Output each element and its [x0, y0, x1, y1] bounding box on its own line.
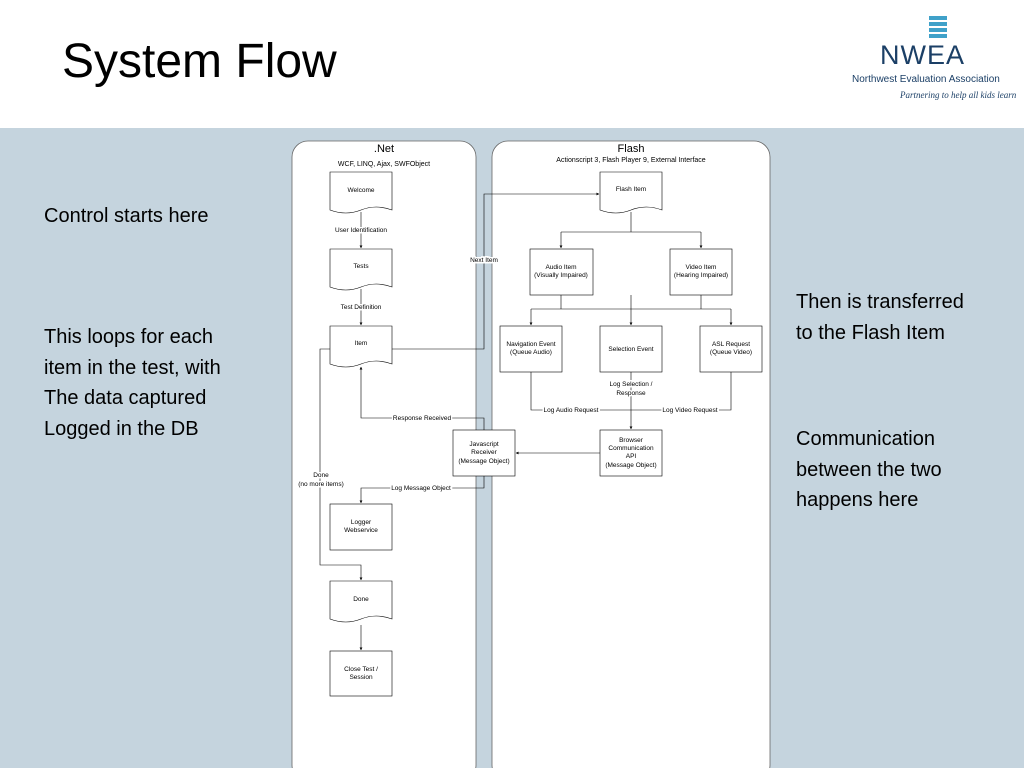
edge-label-response-received: Response Received [393, 415, 452, 422]
audio-item-label: (Visually Impaired) [534, 272, 588, 279]
note-line: This loops for each [44, 326, 213, 348]
nav-event-label: (Queue Audio) [510, 349, 552, 356]
note-control-starts: Control starts here [44, 205, 209, 227]
close-node [329, 650, 393, 697]
flash-lane-title: Flash [618, 143, 645, 155]
net-lane-title: .Net [374, 143, 394, 155]
logo-tagline: Partnering to help all kids learn [900, 90, 1017, 100]
net-lane-subtitle: WCF, LINQ, Ajax, SWFObject [338, 161, 430, 168]
nwea-logo: NWEA Northwest Evaluation Association Pa… [848, 14, 1018, 106]
tests-node [329, 248, 393, 291]
browser-api-node [599, 429, 663, 477]
note-communication: Communication between the two happens he… [796, 424, 942, 516]
selection-event-node [599, 325, 663, 373]
browser-api-label: (Message Object) [605, 462, 656, 469]
logo-subtitle: Northwest Evaluation Association [852, 74, 1000, 85]
note-line: Then is transferred [796, 291, 964, 313]
note-line: between the two [796, 458, 942, 481]
browser-api-label: Communication [608, 445, 654, 452]
edge-label-log-video-request: Log Video Request [662, 407, 717, 414]
edge-label-done: (no more items) [298, 481, 344, 488]
asl-request-node [699, 325, 763, 373]
note-line: to the Flash Item [796, 321, 945, 344]
js-receiver-label: (Message Object) [458, 458, 509, 465]
nav-event-node [499, 325, 563, 373]
edge-label-log-selection: Log Selection / [609, 381, 652, 388]
selection-event-label: Selection Event [608, 346, 653, 353]
close-node-label: Close Test / [344, 666, 378, 673]
note-transferred: Then is transferred to the Flash Item [796, 287, 964, 348]
flash-item-node [599, 171, 663, 214]
asl-request-label: (Queue Video) [710, 349, 752, 356]
connector-flash-branch [561, 212, 701, 233]
connector-log-message [359, 476, 485, 504]
connector-log-audio [530, 372, 631, 411]
audio-item-label: Audio Item [545, 264, 576, 271]
welcome-node-label: Welcome [348, 187, 375, 194]
note-line: The data captured [44, 387, 207, 409]
logger-node [329, 503, 393, 551]
edge-label-log-audio-request: Log Audio Request [544, 407, 599, 414]
note-line: Communication [796, 428, 935, 450]
logo-name: NWEA [880, 40, 965, 70]
connector-response-received [359, 366, 485, 430]
slide-header: System Flow NWEA Northwest Evaluation As… [0, 0, 1024, 128]
nav-event-label: Navigation Event [506, 341, 555, 348]
done-node-label: Done [353, 596, 369, 603]
connector-next-item [392, 192, 600, 350]
js-receiver-label: Receiver [471, 449, 497, 456]
tests-node-label: Tests [353, 263, 369, 270]
note-line: item in the test, with [44, 356, 221, 379]
connector-done [319, 348, 363, 581]
video-item-node [669, 248, 733, 296]
browser-api-label: Browser [619, 437, 644, 444]
flash-lane-subtitle: Actionscript 3, Flash Player 9, External… [556, 157, 706, 164]
slide-title: System Flow [62, 35, 337, 88]
logger-node-label: Webservice [344, 527, 378, 534]
note-loops: This loops for each item in the test, wi… [44, 322, 221, 444]
note-line: happens here [796, 489, 919, 511]
edge-label-user-identification: User Identification [335, 227, 387, 234]
connector-events-branch [531, 295, 731, 310]
edge-label-done: Done [313, 472, 329, 479]
item-node-label: Item [355, 340, 368, 347]
video-item-label: Video Item [686, 264, 717, 271]
audio-item-node [529, 248, 594, 296]
done-node [329, 580, 393, 623]
flash-item-node-label: Flash Item [616, 186, 646, 193]
close-node-label: Session [349, 674, 373, 681]
edge-label-next-item: Next Item [470, 257, 498, 264]
welcome-node [329, 171, 393, 214]
item-node [329, 325, 393, 368]
edge-label-log-selection: Response [616, 390, 646, 397]
edge-label-log-message-object: Log Message Object [391, 485, 451, 492]
logo-mark-icon [929, 16, 947, 42]
logger-node-label: Logger [351, 519, 372, 526]
video-item-label: (Hearing Impaired) [674, 272, 728, 279]
edge-label-test-definition: Test Definition [341, 304, 382, 311]
asl-request-label: ASL Request [712, 341, 750, 348]
js-receiver-node [452, 429, 516, 477]
js-receiver-label: Javascript [469, 441, 498, 448]
note-line: Logged in the DB [44, 417, 199, 440]
connector-log-video [631, 372, 732, 411]
browser-api-label: API [626, 453, 637, 460]
